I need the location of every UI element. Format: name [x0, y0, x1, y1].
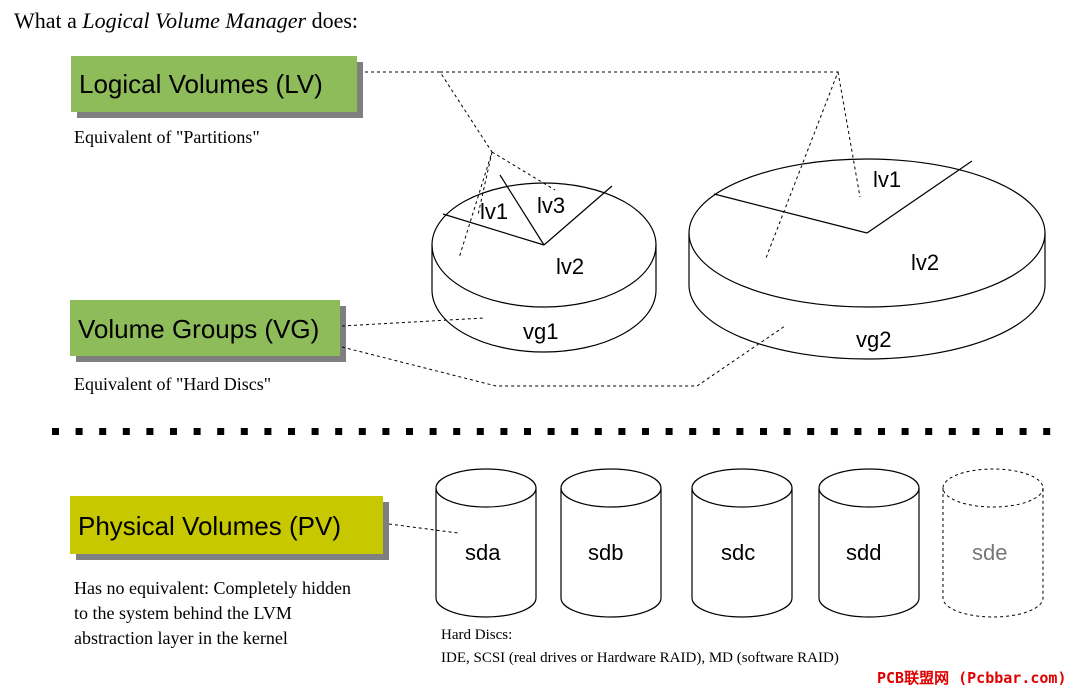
vg1-lv2-label: lv2 — [556, 254, 584, 279]
vg1-disk: lv1 lv3 lv2 vg1 — [431, 174, 657, 353]
separator-dot — [1019, 428, 1027, 435]
disc-sdc-label: sdc — [721, 540, 755, 565]
separator-dot — [75, 428, 83, 435]
separator-dot — [476, 428, 484, 435]
separator-dot — [524, 428, 531, 435]
separator-dot — [783, 428, 791, 435]
disc-sda: sda — [435, 468, 537, 618]
disc-sda-label: sda — [465, 540, 501, 565]
separator-dot — [901, 428, 909, 435]
disc-sdb: sdb — [560, 468, 662, 618]
lv-connectors — [365, 71, 861, 259]
separator-dot — [807, 428, 815, 435]
vg-connectors — [341, 317, 786, 387]
separator-dot — [878, 428, 885, 435]
lv-box-fill — [71, 56, 357, 112]
separator-dot — [453, 428, 461, 435]
disc-sdb-label: sdb — [588, 540, 623, 565]
separator-dot — [429, 428, 437, 435]
disc-sdc: sdc — [691, 468, 793, 618]
vg1-lv1-label: lv1 — [480, 199, 508, 224]
pv-box-fill — [70, 496, 383, 554]
vg1-lv3-label: lv3 — [537, 193, 565, 218]
separator-dot — [170, 428, 177, 435]
vg-note: Equivalent of "Hard Discs" — [74, 374, 271, 394]
separator-dot — [547, 428, 555, 435]
separator-dot — [736, 428, 744, 435]
separator-dot — [925, 428, 933, 435]
separator-dot — [240, 428, 248, 435]
separator-dot — [642, 428, 649, 435]
vg-box-label: Volume Groups (VG) — [78, 314, 319, 344]
separator-dot — [618, 428, 626, 435]
separator-dot — [288, 428, 295, 435]
lv-layer-box: Logical Volumes (LV) — [71, 56, 363, 118]
separator-dot — [264, 428, 272, 435]
heading-suffix: does: — [306, 8, 358, 33]
disc-sdd-label: sdd — [846, 540, 881, 565]
separator-dot — [1043, 428, 1051, 435]
separator-dot — [500, 428, 508, 435]
separator-dot — [382, 428, 390, 435]
discs-caption-detail: IDE, SCSI (real drives or Hardware RAID)… — [441, 650, 839, 666]
disc-sde-label: sde — [972, 540, 1007, 565]
lv-box-label: Logical Volumes (LV) — [79, 69, 323, 99]
pv-note-line-2: to the system behind the LVM — [74, 603, 292, 623]
discs-caption-title: Hard Discs: — [441, 627, 512, 643]
vg1-label: vg1 — [523, 319, 558, 344]
separator-dot — [996, 428, 1003, 435]
separator-dot — [311, 428, 319, 435]
separator-dot — [594, 428, 602, 435]
separator-dot — [760, 428, 767, 435]
pv-note-line-1: Has no equivalent: Completely hidden — [74, 578, 351, 598]
pv-layer-box: Physical Volumes (PV) — [70, 496, 389, 560]
separator-dot — [948, 428, 956, 435]
separator-dot — [146, 428, 154, 435]
separator-dot — [52, 428, 59, 435]
heading-emphasis: Logical Volume Manager — [81, 8, 306, 33]
separator-dot — [217, 428, 225, 435]
vg2-lv2-label: lv2 — [911, 250, 939, 275]
separator-dot — [689, 428, 697, 435]
pv-box-label: Physical Volumes (PV) — [78, 511, 341, 541]
pv-note-line-3: abstraction layer in the kernel — [74, 628, 288, 648]
separator-dot — [99, 428, 107, 435]
vg-layer-box: Volume Groups (VG) — [70, 300, 346, 362]
vg2-label: vg2 — [856, 327, 891, 352]
separator-dot — [571, 428, 579, 435]
vg2-lv1-label: lv1 — [873, 167, 901, 192]
separator-dot — [972, 428, 980, 435]
section-separator — [52, 428, 1051, 435]
lv-note: Equivalent of "Partitions" — [74, 127, 260, 147]
separator-dot — [193, 428, 201, 435]
vg2-disk: lv1 lv2 vg2 — [688, 158, 1046, 360]
heading-prefix: What a — [14, 8, 82, 33]
vg-box-fill — [70, 300, 340, 356]
disc-sde: sde — [942, 468, 1044, 618]
watermark-text: PCB联盟网 (Pcbbar.com) — [877, 669, 1067, 687]
separator-dot — [335, 428, 343, 435]
separator-dot — [358, 428, 366, 435]
disc-sdd: sdd — [818, 468, 920, 618]
separator-dot — [854, 428, 862, 435]
separator-dot — [830, 428, 838, 435]
separator-dot — [665, 428, 673, 435]
page-heading: What a Logical Volume Manager does: — [14, 8, 358, 33]
separator-dot — [712, 428, 720, 435]
pv-connector — [388, 523, 459, 534]
separator-dot — [406, 428, 413, 435]
separator-dot — [122, 428, 130, 435]
